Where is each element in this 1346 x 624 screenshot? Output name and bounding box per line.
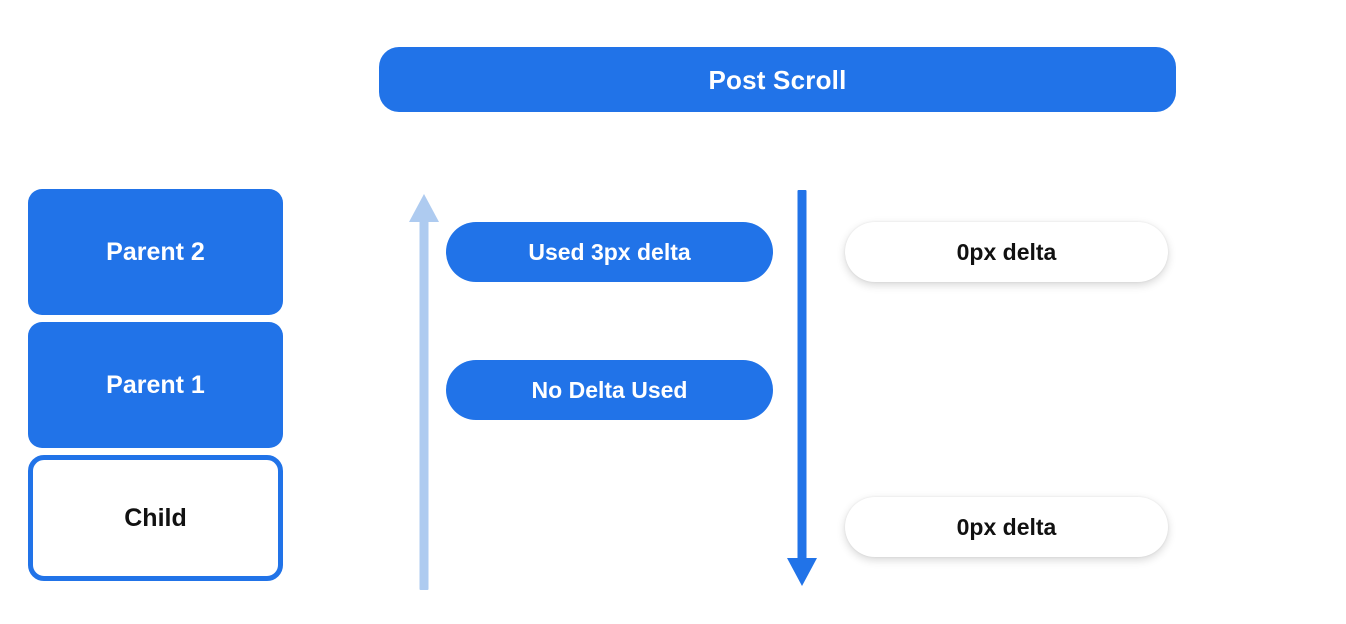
banner-title: Post Scroll — [708, 64, 847, 95]
stack-box-parent-1: Parent 1 — [28, 322, 283, 448]
post-scroll-banner: Post Scroll — [379, 47, 1176, 112]
scroll-up-arrow — [405, 190, 443, 595]
pill-label: No Delta Used — [531, 376, 688, 403]
pill-zero-delta-bottom: 0px delta — [845, 497, 1168, 557]
pill-no-delta-used: No Delta Used — [446, 360, 773, 420]
stack-box-label: Parent 2 — [106, 237, 205, 266]
pill-label: 0px delta — [956, 238, 1057, 265]
pill-zero-delta-top: 0px delta — [845, 222, 1168, 282]
pill-label: Used 3px delta — [528, 238, 691, 265]
scroll-down-arrow — [783, 190, 821, 595]
element-stack: Parent 2 Parent 1 Child — [28, 189, 283, 581]
stack-box-child: Child — [28, 455, 283, 581]
stack-box-parent-2: Parent 2 — [28, 189, 283, 315]
pill-used-delta: Used 3px delta — [446, 222, 773, 282]
stack-box-label: Parent 1 — [106, 370, 205, 399]
stack-box-label: Child — [124, 503, 187, 532]
pill-label: 0px delta — [956, 513, 1057, 540]
